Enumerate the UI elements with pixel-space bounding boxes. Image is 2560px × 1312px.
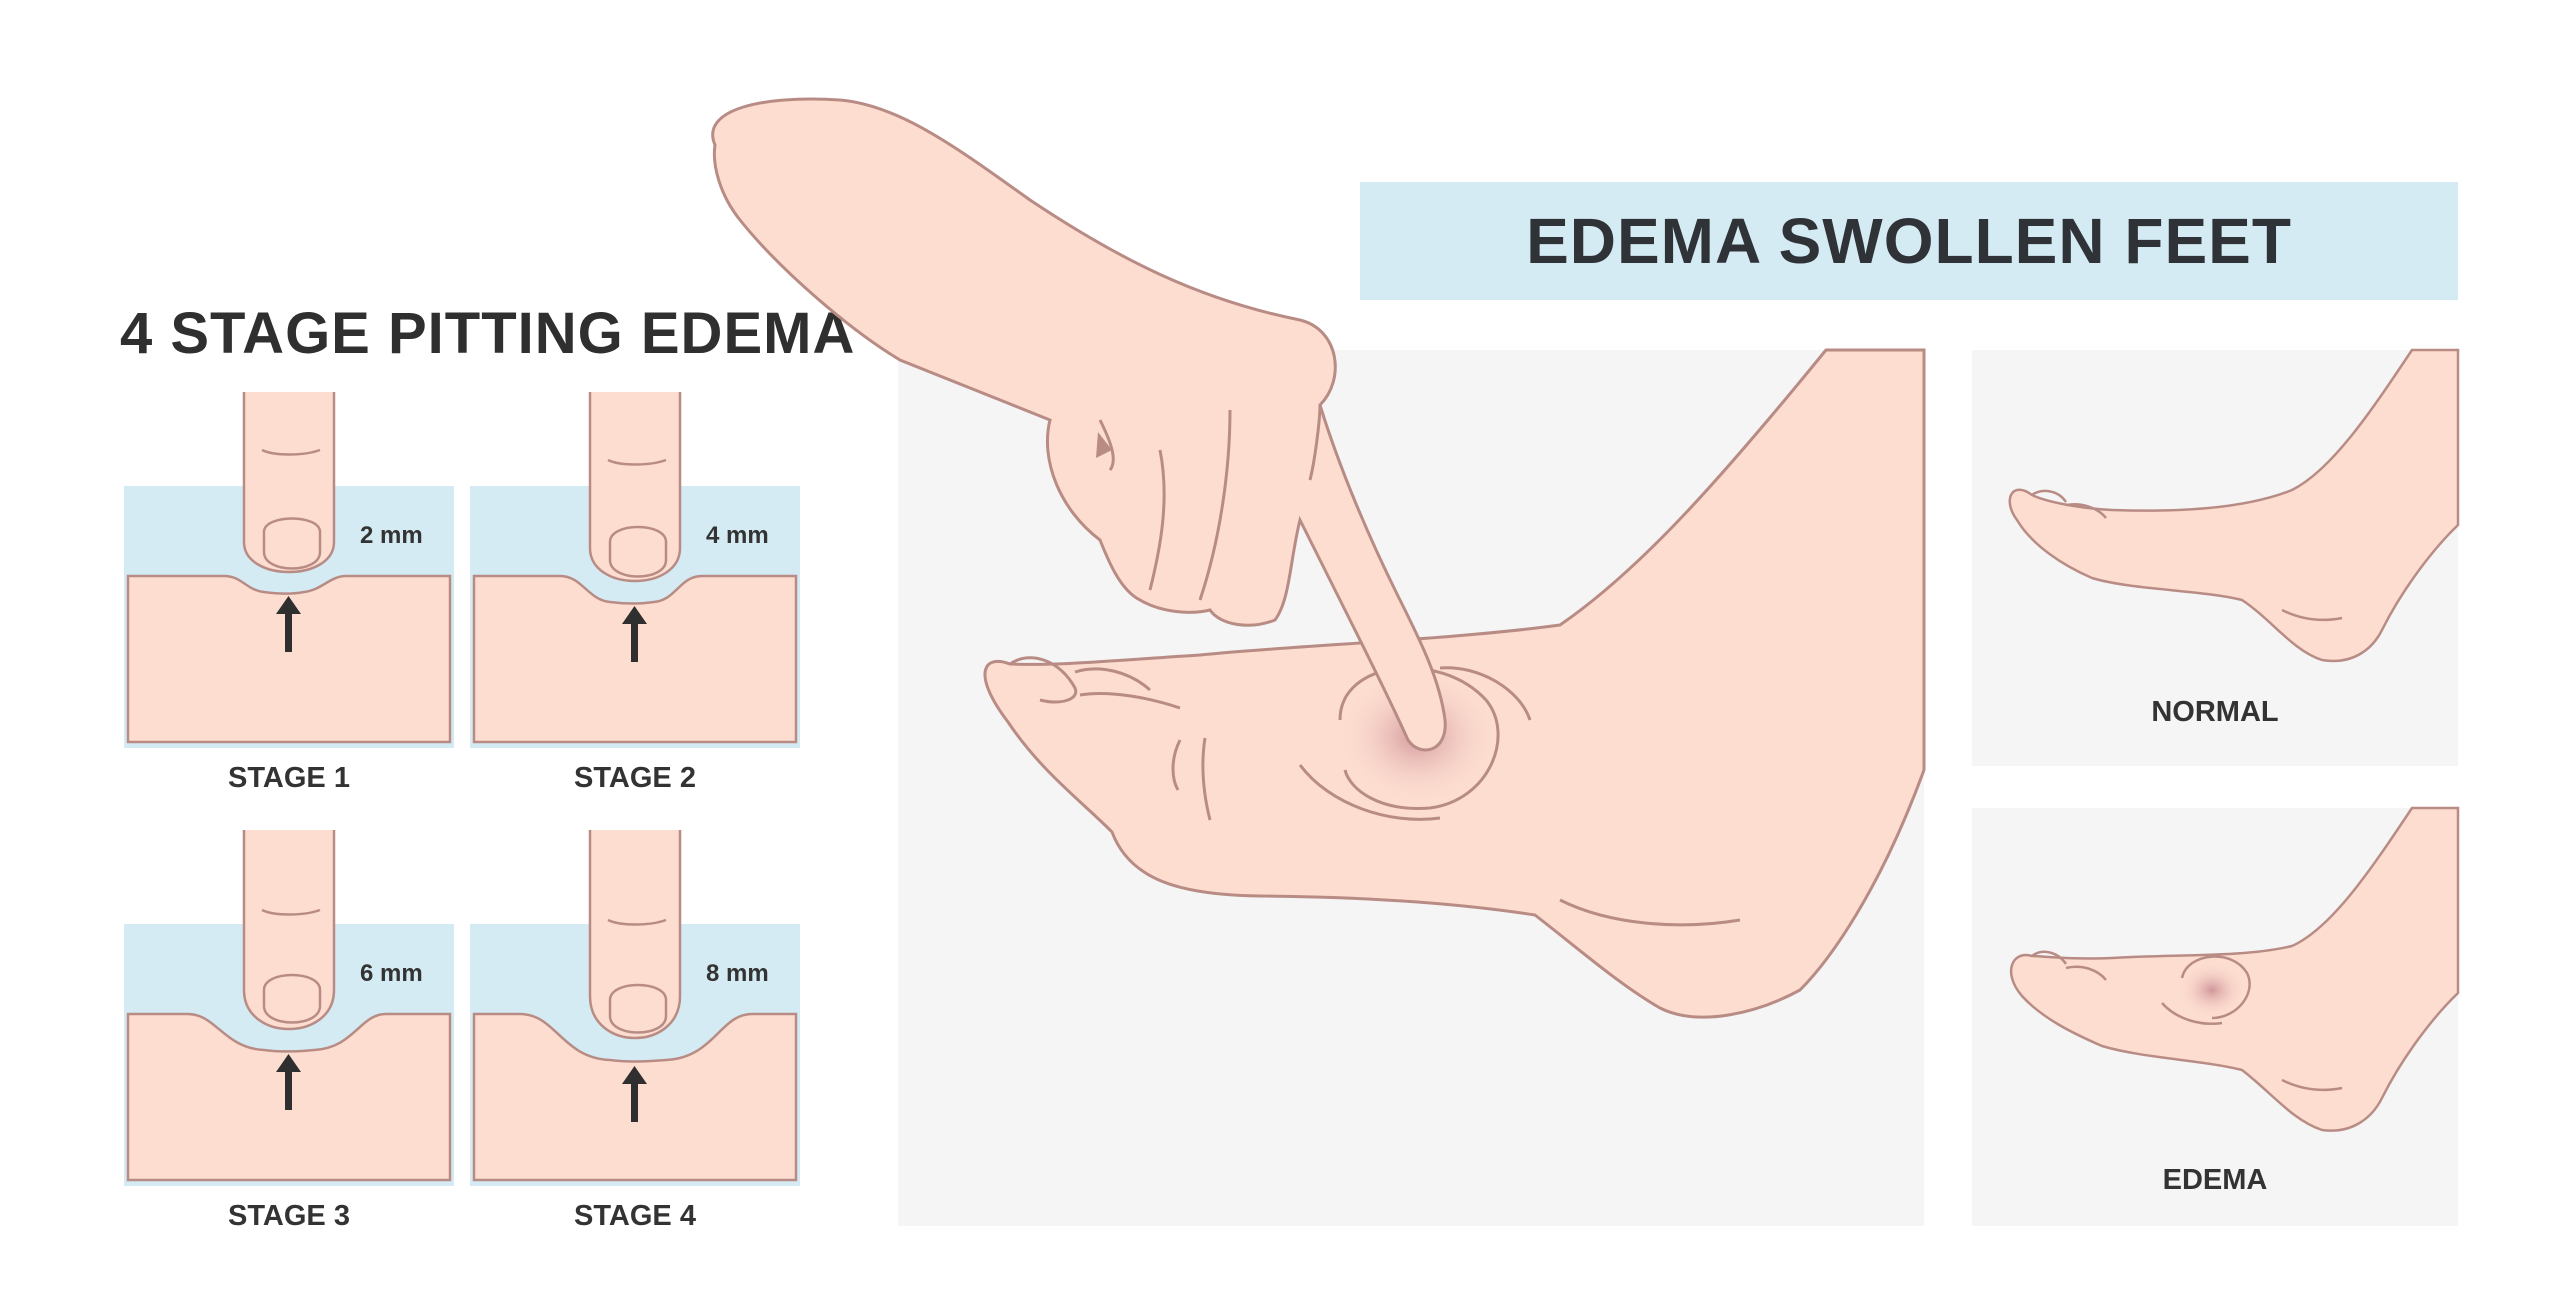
normal-foot-illustration (2008, 348, 2460, 663)
stage-4-panel: 8 mm (470, 830, 800, 1190)
edema-label: EDEMA (2162, 1164, 2268, 1196)
stage-2-depth: 4 mm (706, 522, 769, 549)
stage-3-label: STAGE 3 (228, 1200, 350, 1232)
main-title: EDEMA SWOLLEN FEET (1526, 205, 2292, 277)
edema-foot-panel: EDEMA (1972, 806, 2460, 1226)
normal-foot-panel: NORMAL (1972, 348, 2460, 766)
main-illustration-panel (898, 350, 1924, 1226)
edema-foot-illustration (2010, 806, 2460, 1132)
stage-1-depth: 2 mm (360, 522, 423, 549)
stage-2-illustration (470, 392, 800, 748)
stage-3-illustration (124, 830, 454, 1186)
stage-4-label: STAGE 4 (574, 1200, 696, 1232)
stage-2-label: STAGE 2 (574, 762, 696, 794)
stage-1-illustration (124, 392, 454, 748)
stage-1-panel: 2 mm (124, 392, 454, 752)
stage-3-depth: 6 mm (360, 960, 423, 987)
normal-label: NORMAL (2151, 696, 2279, 728)
stage-4-illustration (470, 830, 800, 1186)
stage-grid: 2 mm STAGE 1 4 mm STAGE 2 6 mm STAGE 3 (0, 0, 820, 1312)
stage-4-depth: 8 mm (706, 960, 769, 987)
stage-1-label: STAGE 1 (228, 762, 350, 794)
stage-3-panel: 6 mm (124, 830, 454, 1190)
main-title-banner: EDEMA SWOLLEN FEET (1360, 182, 2458, 300)
stage-2-panel: 4 mm (470, 392, 800, 752)
